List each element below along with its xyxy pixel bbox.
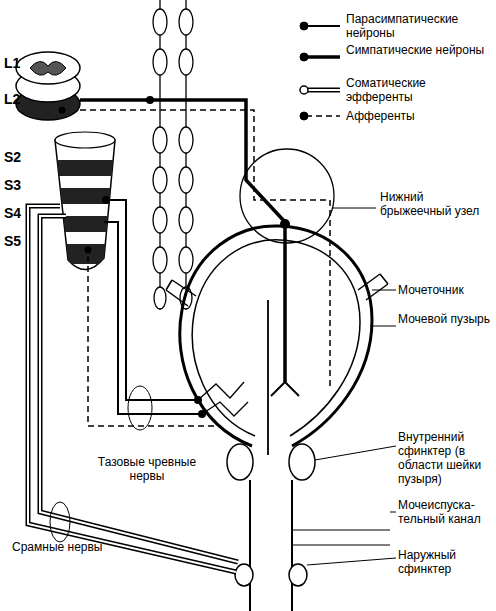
chain-bead (153, 127, 167, 153)
legend-text: Афференты (346, 109, 486, 123)
lumbar-cord (16, 52, 80, 120)
sympathetic-fiber (267, 300, 269, 455)
segment-label: S4 (4, 206, 38, 220)
chain-bead (179, 247, 193, 273)
parasympathetic-nerve (104, 200, 248, 430)
sympathetic-nerve (80, 100, 299, 455)
cone-band (50, 160, 120, 176)
sympathetic-fiber (80, 100, 285, 382)
chain-bead (153, 207, 167, 233)
legend-dot (300, 22, 308, 30)
sacral-cord (50, 132, 120, 270)
segment-label: L1 (4, 56, 38, 70)
legend-text: Парасимпатические нейроны (346, 12, 486, 40)
neuron-body (146, 96, 154, 104)
bladder-wall (192, 240, 360, 436)
neuron-body (198, 410, 206, 418)
segment-label: S3 (4, 178, 38, 192)
chain-bead (153, 167, 167, 193)
cone-band (50, 244, 120, 264)
segment-label: L2 (4, 92, 38, 106)
nerve-bracket (50, 502, 70, 542)
part-label: Тазовые чревные нервы (92, 455, 202, 483)
internal-sphincter (289, 444, 315, 480)
leader-lines (307, 208, 396, 565)
somatic-fiber (40, 216, 238, 562)
part-label: Нижний брыжеечный узел (380, 190, 490, 218)
part-label: Наружный сфинктер (398, 548, 493, 576)
afferent-fiber (80, 110, 330, 388)
chain-bead (153, 247, 167, 273)
cone-band (50, 188, 120, 204)
part-label: Мочевой пузырь (398, 312, 490, 326)
afferent-fiber (88, 250, 214, 426)
neuron-body (85, 247, 92, 254)
afferent-nerve (80, 110, 330, 426)
leader-line (307, 558, 396, 565)
legend-dot (300, 86, 308, 94)
chain-bead (179, 49, 193, 75)
ureter (166, 280, 196, 306)
neuron-body (194, 396, 202, 404)
sympathetic-chain (153, 0, 193, 310)
part-label: Внутренний сфинктер (в области шейки пуз… (398, 430, 496, 486)
sympathetic-branch (271, 382, 299, 396)
leader-line (315, 446, 396, 460)
wall-neuron (198, 382, 248, 416)
grey-matter (30, 61, 66, 75)
leader-line (390, 512, 396, 513)
segment-label: S5 (4, 234, 38, 248)
chain-bead (179, 167, 193, 193)
internal-sphincter (227, 444, 253, 480)
legend-line (306, 115, 340, 117)
leader-line (372, 290, 396, 291)
urethra-mark (292, 530, 390, 545)
chain-bead (154, 287, 166, 309)
legend-line (306, 88, 340, 93)
part-label: Мочеиспуска- тельный канал (398, 498, 493, 526)
part-label: Мочеточник (398, 283, 493, 297)
legend-dot (300, 53, 308, 61)
segment-label: S2 (4, 150, 38, 164)
legend-dot (300, 112, 308, 120)
external-sphincter (235, 564, 253, 586)
legend-samples (300, 22, 340, 120)
somatic-nerve (28, 206, 238, 572)
urethra (250, 480, 292, 611)
cord-segment (16, 52, 80, 84)
chain-bead (153, 9, 167, 35)
chain-bead (153, 49, 167, 75)
leader-line (332, 208, 376, 209)
chain-bead (179, 9, 193, 35)
nerve-bracket (128, 386, 152, 430)
neuron-body (280, 219, 290, 229)
chain-bead (179, 207, 193, 233)
leader-line (370, 326, 396, 327)
somatic-fiber (40, 216, 238, 562)
external-sphincter (289, 564, 307, 586)
chain-bead (179, 127, 193, 153)
neuron-body (102, 196, 110, 204)
legend-text: Соматические эфференты (346, 76, 486, 104)
part-label: Срамные нервы (12, 540, 112, 554)
cone-top (55, 132, 115, 148)
parasympathetic-fiber (104, 222, 200, 414)
bladder-wall (180, 226, 372, 446)
legend-text: Симпатические нейроны (346, 43, 486, 57)
legend-line (306, 89, 340, 91)
neuron-body (59, 107, 66, 114)
